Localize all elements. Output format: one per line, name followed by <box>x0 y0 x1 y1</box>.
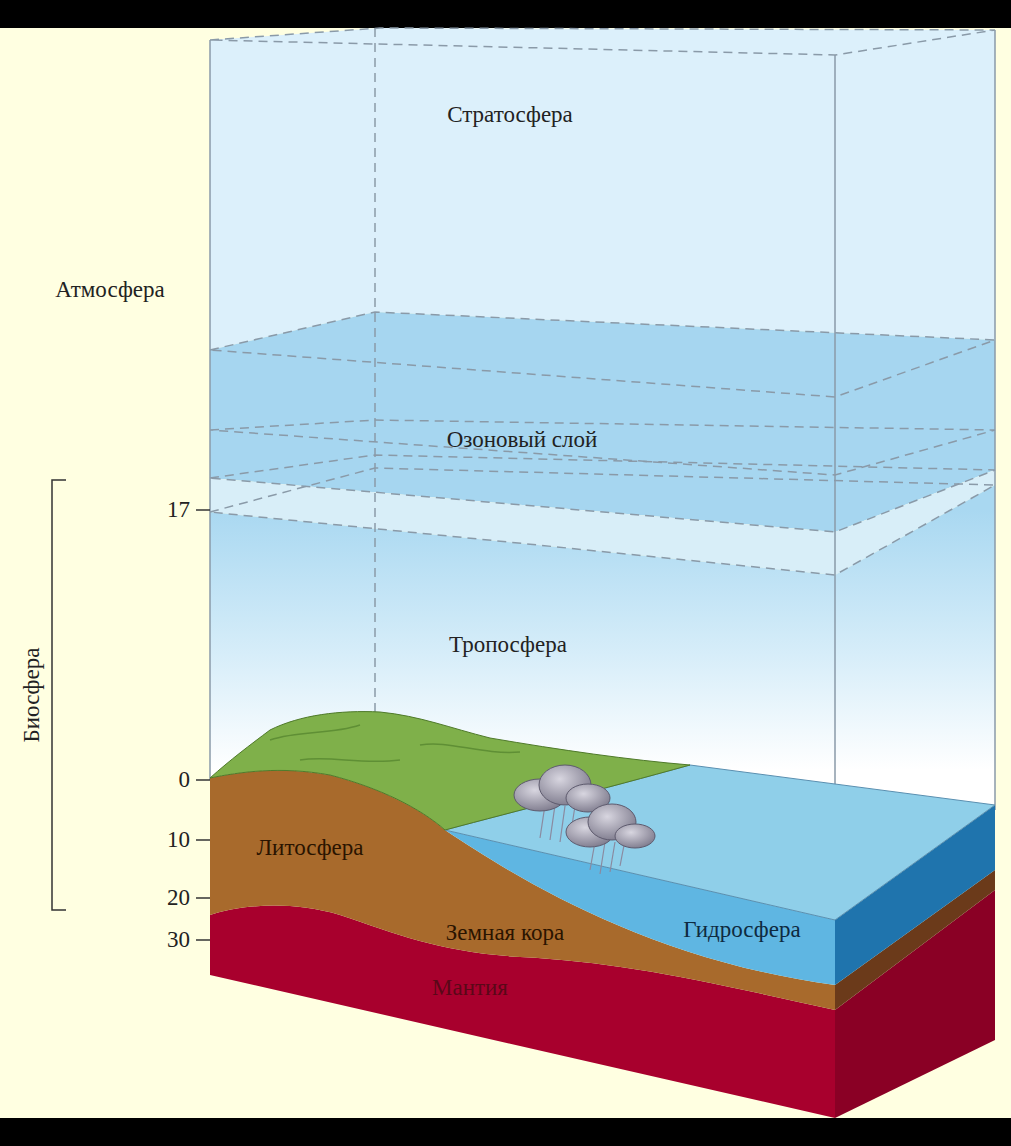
background-panel <box>0 28 1011 1118</box>
sphere-name: Атмосфера <box>55 277 164 302</box>
rain-cloud <box>514 765 655 848</box>
sphere-name: Гидросфера <box>683 917 800 942</box>
scale-number: 17 <box>167 497 190 522</box>
ocean-surface <box>445 765 995 920</box>
mantle <box>210 906 835 1118</box>
layer-name: Мантия <box>432 975 508 1000</box>
scale-number: 30 <box>167 927 190 952</box>
layer-name: Озоновый слой <box>447 427 598 452</box>
scale-number: 20 <box>167 885 190 910</box>
stratosphere-layer <box>210 28 995 350</box>
land-relief <box>270 725 520 761</box>
biosphere-bracket <box>52 480 66 910</box>
scale-number: 0 <box>179 767 191 792</box>
layer-name: Стратосфера <box>447 102 573 127</box>
layer-boundaries <box>210 28 995 720</box>
layer-name: Земная кора <box>446 920 564 945</box>
scale-ticks <box>196 510 210 940</box>
scale-number: 10 <box>167 827 190 852</box>
layer-name: Тропосфера <box>449 632 567 657</box>
sphere-name: Биосфера <box>19 648 44 743</box>
sphere-name: Литосфера <box>256 835 363 860</box>
